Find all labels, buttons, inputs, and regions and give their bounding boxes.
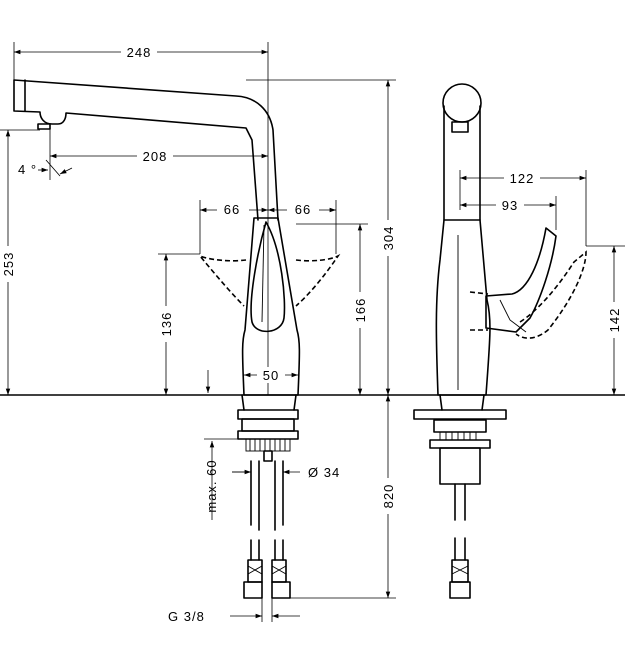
side-lever-handle [485,227,557,333]
side-lower-body [439,447,481,485]
hose-connectors [243,559,291,599]
lower-nut [263,450,273,462]
dimension-label-66-left: 66 [224,202,240,217]
side-base-flange [413,409,507,420]
supply-hoses [250,460,284,561]
dimension-label-93: 93 [502,198,518,213]
dimension-label-diameter-34: Ø 34 [308,465,340,480]
side-shank-threads [439,432,477,440]
front-view [13,79,341,599]
side-base-collar [439,394,485,411]
side-aerator [451,121,469,133]
dimension-label-136: 136 [159,312,174,337]
side-mounting-nut [433,419,487,433]
spout-end-circle [442,83,482,123]
lever-left-position [199,255,247,307]
dimension-label-208: 208 [143,149,168,164]
dimension-lines [0,42,625,622]
lever-right-position [295,253,341,307]
side-hose-connector [449,559,471,599]
threaded-shank [245,438,291,452]
dimension-label-66-right: 66 [295,202,311,217]
lever-inner-line [261,224,265,323]
mounting-nut [241,418,295,432]
dimension-label-g-3-8: G 3/8 [168,609,205,624]
spout-outline [13,79,279,221]
base-collar [241,394,297,411]
body-outline [241,217,301,396]
dimension-label-142: 142 [607,308,622,333]
dimension-label-253: 253 [1,252,16,277]
side-supply-hoses [454,483,466,561]
dimension-label-122: 122 [510,171,535,186]
shank-threads [249,439,286,451]
lever-handle [250,221,286,333]
side-body [435,219,491,396]
dimension-label-max-60: max. 60 [204,459,219,512]
dimension-label-4-degree: 4 ° [18,162,37,177]
side-view [413,83,587,599]
dimension-label-820: 820 [381,484,396,509]
dimension-label-304: 304 [381,226,396,251]
side-lever-swing [469,291,489,331]
side-lever-alt-position [515,250,587,339]
side-spout-neck [443,105,481,221]
base-flange [237,409,299,420]
mounting-plate [237,430,299,440]
aerator [37,123,51,130]
side-mounting-plate [429,439,491,449]
dimension-label-166: 166 [353,298,368,323]
dimension-label-50: 50 [263,368,279,383]
dimension-label-248: 248 [127,45,152,60]
side-lever-detail [499,299,527,333]
